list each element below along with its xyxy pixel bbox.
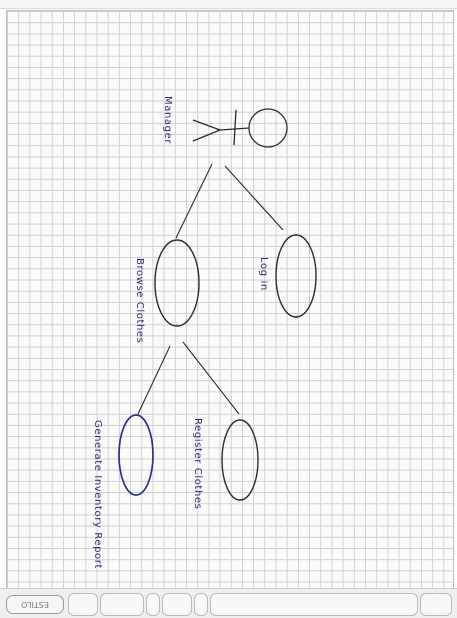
- footer-tab: [210, 593, 418, 616]
- association-actor-login: [224, 165, 284, 231]
- actor-label: Manager: [162, 96, 173, 144]
- footer-tab: [146, 593, 160, 616]
- brand-logo: ESTILO: [6, 595, 64, 614]
- actor-head: [248, 108, 288, 148]
- footer-tab: [162, 593, 192, 616]
- use-case-register-ellipse: [221, 419, 259, 501]
- use-case-login-label: Log in: [258, 257, 269, 291]
- footer-tab: [194, 593, 208, 616]
- actor-arms: [233, 109, 237, 146]
- actor-leg-lower: [192, 129, 221, 142]
- association-browse-generate: [137, 345, 171, 415]
- footer-tab: [100, 593, 144, 616]
- use-case-login-ellipse: [275, 234, 317, 318]
- use-case-register-label: Register Clothes: [192, 418, 203, 509]
- footer-tab: [420, 593, 452, 616]
- use-case-generate-label: Generate Inventory Report: [92, 420, 103, 569]
- use-case-generate-ellipse: [118, 414, 154, 496]
- association-browse-register: [182, 341, 240, 415]
- actor-manager: [192, 108, 288, 148]
- association-actor-browse: [175, 163, 213, 239]
- use-case-browse-ellipse: [154, 239, 200, 327]
- actor-leg-upper: [192, 119, 221, 131]
- footer-tab: [68, 593, 98, 616]
- notebook-footer: ESTILO: [0, 588, 457, 618]
- page-top-edge: [0, 0, 457, 9]
- use-case-browse-label: Browse Clothes: [134, 258, 145, 344]
